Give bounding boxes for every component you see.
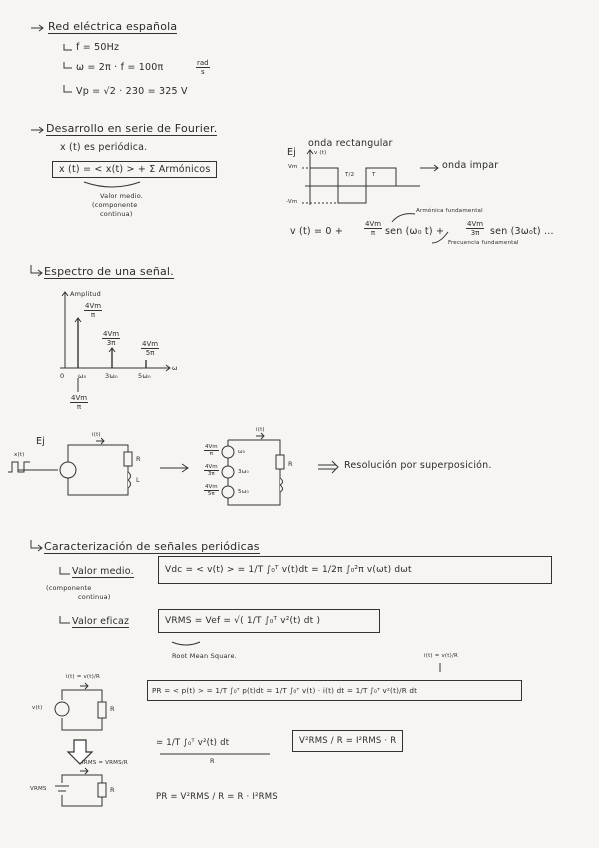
- hook-arrow-icon: [63, 62, 72, 69]
- wave-neg-label: -Vm: [286, 199, 298, 205]
- power-step-2: = 1/T ∫₀ᵀ v²(t) dt: [156, 738, 230, 748]
- hook-arrow-icon: [30, 540, 43, 552]
- spectrum-x1: ω₀: [78, 372, 87, 380]
- hook-arrow-icon: [30, 265, 43, 277]
- superposition-note: Resolución por superposición.: [344, 460, 492, 471]
- rms-note: Root Mean Square.: [172, 652, 237, 660]
- circuit-example-label: Ej: [36, 436, 46, 447]
- rl-circuit: [8, 437, 133, 496]
- spectrum-y-axis: Amplitud: [70, 290, 101, 298]
- section-heading-fourier: Desarrollo en serie de Fourier.: [46, 122, 218, 136]
- mean-note-1: (componente: [46, 584, 92, 592]
- average-power-formula-box: PR = < p(t) > = 1/T ∫₀ᵀ p(t)dt = 1/T ∫₀ᵀ…: [147, 680, 522, 701]
- circuit3-r-label: R: [110, 705, 115, 713]
- circuit-source-label: x(t): [14, 452, 25, 458]
- fourier-periodic: x (t) es periódica.: [60, 142, 148, 153]
- rms-formula-box: VRMS = Vef = √( 1/T ∫₀ᵀ v²(t) dt ): [158, 609, 380, 633]
- circuit4-r-label: R: [110, 786, 115, 794]
- circuit-current-label: i(t): [92, 432, 101, 438]
- red-frequency: f = 50Hz: [76, 42, 120, 53]
- mean-note-2: continua): [78, 593, 111, 601]
- brace-mark: [171, 641, 201, 646]
- mean-value-formula-box: Vdc = < v(t) > = 1/T ∫₀ᵀ v(t)dt = 1/2π ∫…: [158, 556, 552, 584]
- superposition-circuit: [221, 432, 285, 506]
- brace-mark: [83, 181, 141, 188]
- final-power-formula: PR = V²RMS / R = R · I²RMS: [156, 792, 278, 802]
- hook-arrow-icon: [63, 44, 72, 51]
- circuit-r-label: R: [136, 455, 141, 463]
- arrow-icon: [31, 126, 44, 134]
- resistor-circuit: [54, 682, 107, 731]
- fourier-note-2: (componente: [92, 201, 138, 209]
- red-omega: ω = 2π · f = 100π: [76, 62, 164, 73]
- odd-wave-label: onda impar: [442, 160, 499, 171]
- section-heading-spectrum: Espectro de una señal.: [44, 265, 174, 279]
- hook-arrow-icon: [59, 567, 70, 575]
- red-peak-voltage: Vp = √2 · 230 = 325 V: [76, 86, 188, 97]
- spectrum-x-axis: ω: [172, 364, 178, 372]
- wave-vm-label: Vm: [288, 164, 298, 170]
- hook-arrow-icon: [63, 85, 72, 93]
- down-arrow-icon: [66, 739, 94, 765]
- fourier-note-3: continua): [100, 210, 133, 218]
- circuit2-r-label: R: [288, 460, 293, 468]
- circuit4-current-label: IRMS = VRMS/R: [82, 760, 128, 766]
- double-arrow-icon: [318, 460, 339, 474]
- power-result-box: V²RMS / R = I²RMS · R: [292, 730, 404, 752]
- hook-arrow-icon: [59, 616, 70, 624]
- source2-frequency: 3ω₀: [238, 469, 249, 475]
- source1-frequency: ω₀: [238, 449, 246, 455]
- spectrum-x3: 5ω₀: [138, 372, 151, 380]
- wave-period: T: [372, 172, 376, 178]
- power-step-2-den: R: [210, 757, 215, 765]
- mean-value-label: Valor medio.: [72, 566, 134, 578]
- example-label: Ej: [287, 147, 297, 158]
- circuit4-voltage-label: VRMS: [30, 786, 47, 792]
- spectrum-x0: 0: [60, 372, 65, 380]
- fundamental-frequency-note: Frecuencia fundamental: [448, 240, 519, 246]
- circuit3-current-label: i(t) = v(t)/R: [66, 674, 101, 680]
- rms-value-label: Valor eficaz: [72, 616, 130, 628]
- rms-circuit: [55, 767, 107, 807]
- arrow-icon: [160, 463, 189, 473]
- wave-axis-label: v (t): [314, 150, 327, 156]
- wave-half-period: T/2: [345, 172, 355, 178]
- circuit-l-label: L: [136, 476, 140, 484]
- term2-rest: sen (3ω₀t) ...: [490, 226, 554, 237]
- fourier-note-1: Valor medio.: [100, 192, 144, 200]
- spectrum-x2: 3ω₀: [105, 372, 118, 380]
- arrow-icon: [31, 24, 44, 32]
- power-current-note: i(t) = v(t)/R: [424, 653, 459, 659]
- fourier-formula-box: x (t) = < x(t) > + Σ Armónicos: [52, 161, 218, 178]
- spectrum-chart: [60, 291, 171, 392]
- circuit3-voltage-label: v(t): [32, 705, 43, 711]
- section-heading-characterization: Caracterización de señales periódicas: [44, 540, 260, 554]
- source3-frequency: 5ω₀: [238, 489, 249, 495]
- section-heading-red: Red eléctrica española: [48, 20, 178, 34]
- series-start: v (t) = 0 +: [290, 226, 344, 237]
- rectangular-wave: [302, 149, 449, 244]
- wave-title: onda rectangular: [308, 138, 393, 149]
- circuit2-current-label: i(t): [256, 427, 265, 433]
- fundamental-harmonic-note: Armónica fundamental: [416, 208, 483, 214]
- term1-rest: sen (ω₀ t) +: [385, 226, 445, 237]
